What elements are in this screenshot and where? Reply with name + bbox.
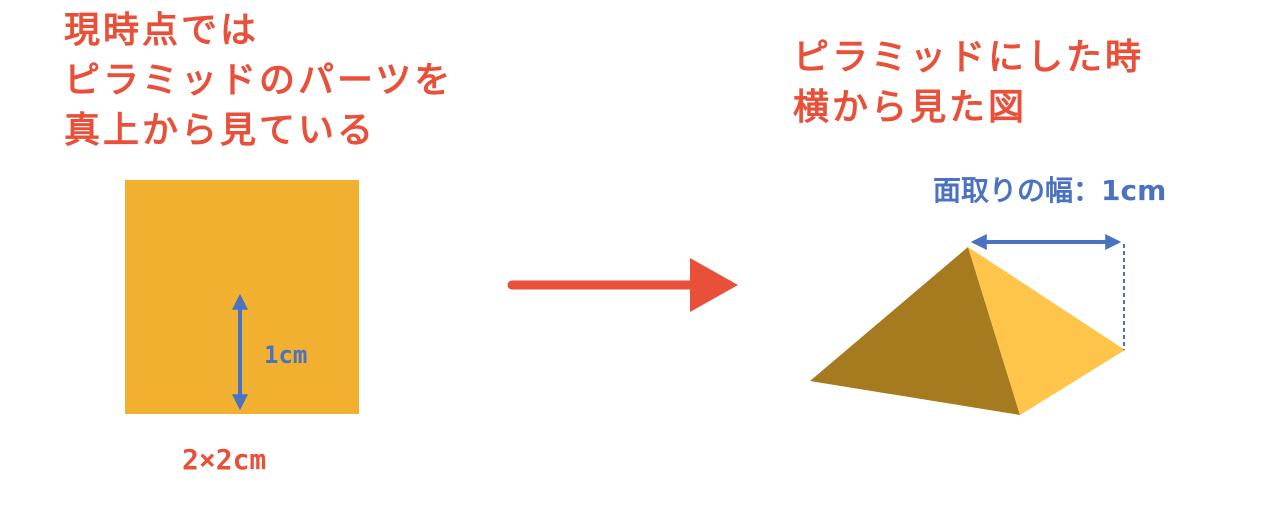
height-label: 1cm [264, 341, 307, 369]
side-view-title-line-1: ピラミッドにした時 [793, 37, 1145, 78]
top-view-title-line-1: 現時点では [64, 10, 260, 51]
pyramid-light-face [968, 247, 1125, 415]
pyramid-dark-face [810, 247, 1020, 415]
size-label: 2×2cm [182, 443, 266, 476]
chamfer-label: 面取りの幅：1cm [933, 174, 1166, 207]
top-view-title-line-2: ピラミッドのパーツを [64, 60, 454, 101]
side-view-title: ピラミッドにした時 横から見た図 [793, 33, 1144, 133]
side-view-title-line-2: 横から見た図 [793, 87, 1028, 128]
top-view-title: 現時点では ピラミッドのパーツを 真上から見ている [64, 6, 453, 156]
transition-arrow-head [690, 258, 738, 312]
top-view-title-line-3: 真上から見ている [64, 110, 377, 151]
